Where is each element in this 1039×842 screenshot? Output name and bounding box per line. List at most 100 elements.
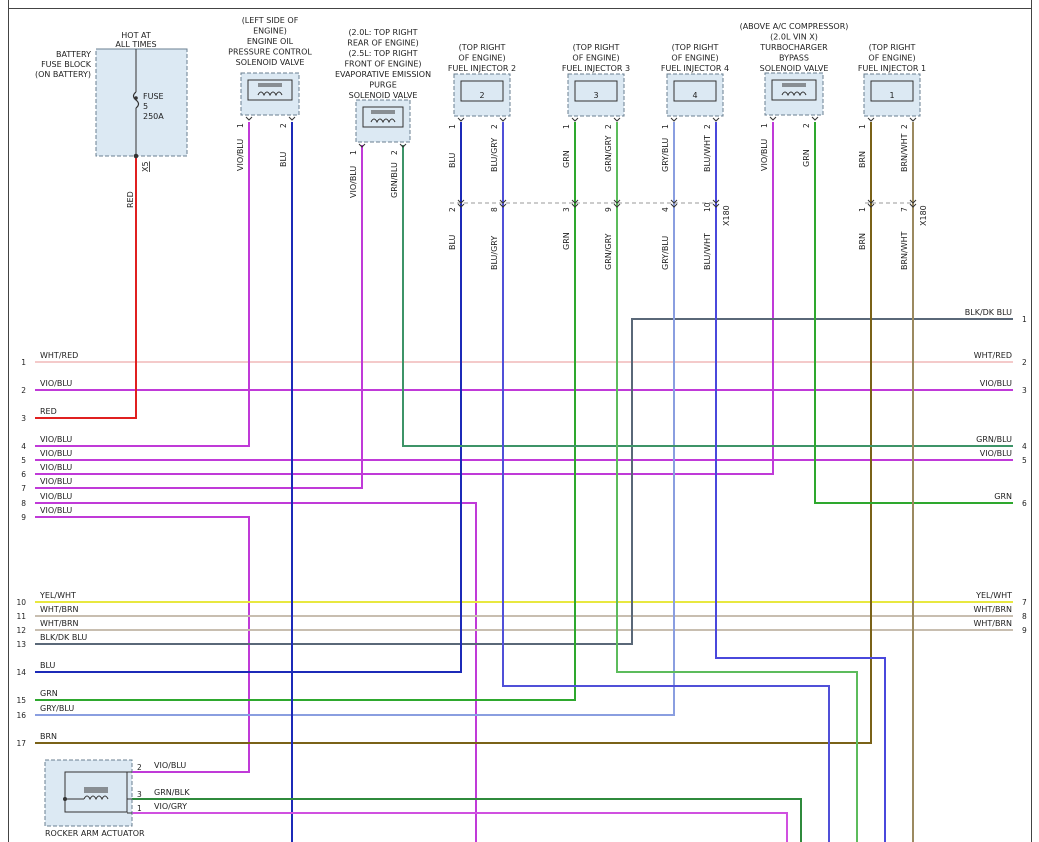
component-turbo-pin-2: 2 [802,123,811,128]
x180-wire-3: GRN [562,232,571,250]
left-wire-label-13: BLK/DK BLU [40,633,87,642]
fuse-node-dot [134,96,138,100]
left-pin-3: 3 [21,414,26,423]
component-inj4-coil-box [673,80,717,102]
component-evap-coil-box [362,106,404,128]
pin-terminal-icon [571,117,579,122]
right-pin-3: 3 [1022,386,1027,395]
x180-connector-label: X180 [722,205,731,226]
component-inj1-wire-2: BRN/WHT [900,133,909,172]
left-pin-5: 5 [21,456,26,465]
component-turbo-label-line-5: SOLENOID VALVE [760,64,829,73]
left-pin-8: 8 [21,499,26,508]
component-inj2-wire-2: BLU/GRY [490,138,499,172]
right-wire-label-3: VIO/BLU [980,379,1012,388]
left-pin-7: 7 [21,484,26,493]
component-inj1-label-line-2: OF ENGINE) [868,54,915,63]
component-inj2-label-line-1: (TOP RIGHT [459,43,506,52]
x180-pin-3: 3 [562,207,571,212]
component-turbo-label-line-1: (ABOVE A/C COMPRESSOR) [740,22,849,31]
x180-pin-7: 7 [900,207,909,212]
component-turbo-label-line-4: BYPASS [779,54,809,63]
x180-pin-8: 8 [490,207,499,212]
component-evap-pin-2: 2 [390,150,399,155]
solenoid-coil-icon [781,91,807,97]
x180-pin-terminal-icon [670,199,678,208]
component-evap-label-line-6: PURGE [369,81,397,90]
component-inj2-label-line-2: OF ENGINE) [458,54,505,63]
right-wire-label-1: BLK/DK BLU [965,308,1012,317]
component-inj1-pin-2: 2 [900,124,909,129]
x180-wire-9: GRN/GRY [604,233,613,270]
component-inj1-label-line-3: FUEL INJECTOR 1 [858,64,926,73]
component-epc-label-line-2: ENGINE) [253,27,287,36]
right-wire-label-7: YEL/WHT [975,591,1012,600]
component-inj3-wire-2: GRN/GRY [604,135,613,172]
component-inj2-pin-1: 1 [448,124,457,129]
blu-gry-run [502,122,830,842]
left-wire-label-17: BRN [40,732,57,741]
fuse-block-title-line-1: BATTERY [56,50,91,59]
battery-fuse-block: BATTERY FUSE BLOCK (ON BATTERY) HOT AT A… [35,31,188,208]
component-turbo-coil-box [771,79,817,101]
rocker-arm-box [44,759,133,827]
right-wire-label-6: GRN [994,492,1012,501]
component-inj4-wire-1: GRY/BLU [661,138,670,172]
right-pin-2: 2 [1022,358,1027,367]
component-epc-label-line-5: SOLENOID VALVE [236,58,305,67]
component-epc-coil-box [247,79,293,101]
fuse-block-title-line-3: (ON BATTERY) [35,70,91,79]
left-wire-label-4: VIO/BLU [40,435,72,444]
pin-terminal-icon [457,117,465,122]
fuse-block-title-line-2: FUSE BLOCK [41,60,92,69]
component-turbo-wire-2: GRN [802,149,811,167]
component-epc-wire-1: VIO/BLU [236,139,245,171]
right-wire-6 [814,122,1013,504]
left-pin-6: 6 [21,470,26,479]
component-evap-wire-1: VIO/BLU [349,166,358,198]
component-inj4-pin-1: 1 [661,124,670,129]
left-wire-label-12: WHT/BRN [40,619,79,628]
fuse-block-box [95,48,188,157]
component-epc-wire-2: BLU [279,151,288,167]
right-pin-8: 8 [1022,612,1027,621]
right-pin-9: 9 [1022,626,1027,635]
fuse-connector-label: X5 [141,161,150,172]
component-inj1-label-line-1: (TOP RIGHT [869,43,916,52]
component-epc-pin-2: 2 [279,123,288,128]
blu-wht-run [715,122,886,842]
component-inj2-wire-1: BLU [448,152,457,168]
right-pin-1: 1 [1022,315,1027,324]
x180-wire-2: BLU [448,234,457,250]
x180-wire-4: GRY/BLU [661,236,670,270]
x180-pin-terminal-icon [613,199,621,208]
x180-pin-terminal-icon [457,199,465,208]
component-turbo-wire-1: VIO/BLU [760,139,769,171]
left-wire-label-8: VIO/BLU [40,492,72,501]
left-pin-14: 14 [16,668,26,677]
solenoid-coil-icon [257,91,283,97]
rocker-arm-label: ROCKER ARM ACTUATOR [45,829,145,838]
left-wire-label-15: GRN [40,689,58,698]
right-wire-4 [402,145,1013,447]
rocker-arm-inner [64,771,128,813]
x180-pin-terminal-icon [499,199,507,208]
component-turbo: (ABOVE A/C COMPRESSOR)(2.0L VIN X)TURBOC… [740,22,849,171]
component-evap-label-line-4: FRONT OF ENGINE) [344,60,421,69]
component-evap-label-line-3: (2.5L: TOP RIGHT [348,49,417,58]
left-pin-17: 17 [16,739,26,748]
left-wire-label-1: WHT/RED [40,351,78,360]
component-evap-label-line-2: REAR OF ENGINE) [347,39,418,48]
x180-pin-terminal-icon [867,199,875,208]
fuse-node-dot-2 [133,153,139,159]
left-wire-label-5: VIO/BLU [40,449,72,458]
component-evap-pin-1: 1 [349,150,358,155]
diagram-frame [8,0,1032,842]
rocker-pin-2: 2 [137,763,142,772]
left-wire-8 [35,502,477,842]
right-wire-label-8: WHT/BRN [973,605,1012,614]
component-inj3-number: 3 [593,91,598,100]
x180-wire-8: BLU/GRY [490,236,499,270]
component-inj3-label-line-1: (TOP RIGHT [573,43,620,52]
